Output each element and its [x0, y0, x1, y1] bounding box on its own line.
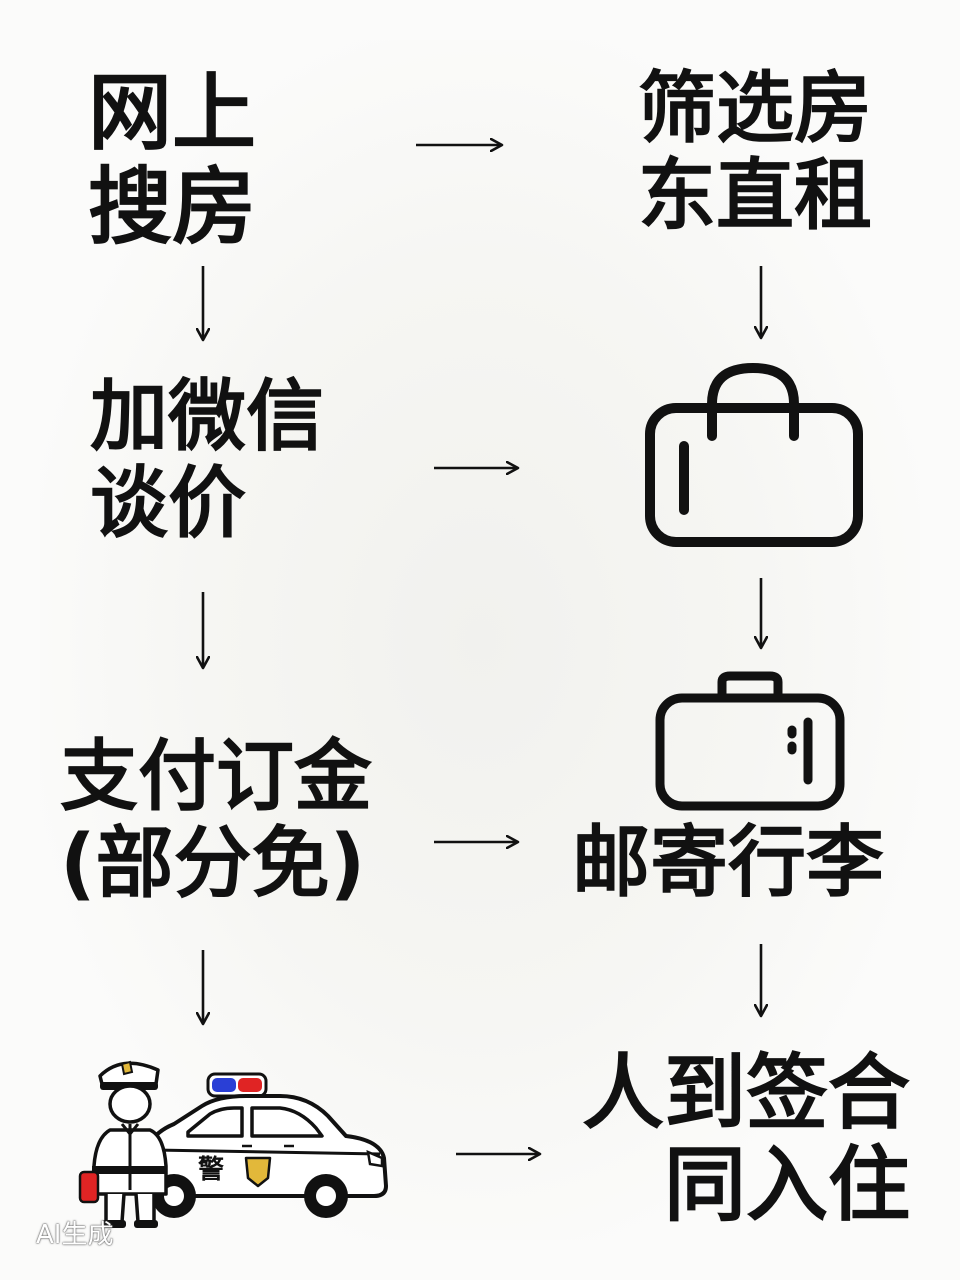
step-search-line-2: 搜房	[88, 158, 257, 257]
step-mail-luggage: 邮寄行李	[572, 818, 885, 908]
step-wechat-line-1: 加微信	[90, 372, 325, 462]
step-signin-line-2: 同入住	[664, 1137, 911, 1233]
suitcase-icon	[655, 671, 845, 811]
step-pay-deposit: 支付订金 (部分免)	[60, 732, 373, 910]
step-signin-line-1: 人到签合	[582, 1046, 911, 1141]
background-glow	[40, 40, 920, 1240]
step-search-house: 网上 搜房	[88, 66, 256, 254]
step-filter-line-1: 筛选房	[638, 64, 873, 154]
step-mail-line-1: 邮寄行李	[572, 818, 885, 908]
step-add-wechat: 加微信 谈价	[90, 372, 325, 550]
step-wechat-line-2: 谈价	[90, 459, 247, 550]
shopping-bag-icon	[645, 362, 863, 547]
step-deposit-line-2: (部分免)	[60, 819, 366, 910]
step-filter-landlord: 筛选房 东直租	[638, 64, 873, 242]
ai-generated-watermark: AI生成	[36, 1220, 114, 1250]
step-deposit-line-1: 支付订金	[60, 732, 373, 822]
police-officer-car-icon: 警	[78, 1060, 388, 1228]
step-search-line-1: 网上	[88, 64, 257, 162]
police-door-text: 警	[198, 1154, 224, 1185]
step-filter-line-2: 东直租	[638, 151, 873, 242]
step-sign-and-move-in: 人到签合 同入住	[578, 1048, 910, 1232]
